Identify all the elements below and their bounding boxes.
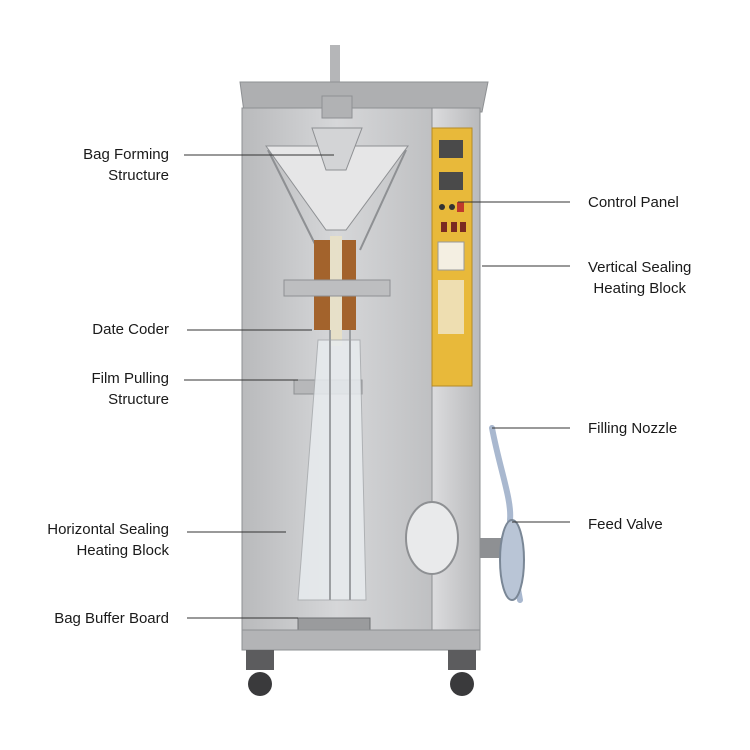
panel-switch-1	[441, 222, 447, 232]
top-arm	[330, 45, 340, 85]
machine-base	[241, 629, 481, 651]
panel-switch-2	[451, 222, 457, 232]
bag-former-collar	[311, 127, 363, 171]
leader-lines	[184, 154, 570, 619]
label-filling-nozzle: Filling Nozzle	[588, 420, 678, 437]
caster-right-wheel	[450, 672, 474, 696]
display-2	[439, 172, 463, 190]
panel-button-1	[439, 204, 445, 210]
label-film-pulling-structure: Film Pulling Structure	[91, 370, 169, 408]
former-rod-left	[267, 149, 319, 251]
panel-button-2	[449, 204, 455, 210]
display-1	[439, 140, 463, 158]
sealing-plate	[283, 279, 391, 297]
former-rod-right	[359, 149, 407, 251]
caster-left-bracket	[246, 650, 274, 670]
panel-switch-red	[457, 202, 464, 212]
label-date-coder: Date Coder	[92, 321, 169, 338]
label-vertical-sealing-heating-block: Vertical Sealing Heating Block	[588, 259, 692, 297]
label-control-panel: Control Panel	[588, 194, 679, 211]
top-bracket	[321, 95, 353, 119]
feed-valve-wheel	[499, 519, 525, 601]
label-bag-forming-structure: Bag Forming Structure	[83, 146, 169, 184]
label-horizontal-sealing-heating-block: Horizontal Sealing Heating Block	[47, 521, 169, 559]
panel-switch-3	[460, 222, 466, 232]
label-feed-valve: Feed Valve	[588, 516, 663, 533]
panel-label-strip	[438, 280, 464, 334]
caster-left-wheel	[248, 672, 272, 696]
panel-gauge	[437, 241, 465, 271]
valve-pipe	[480, 538, 504, 558]
machine-roof	[239, 81, 489, 113]
label-bag-buffer-board: Bag Buffer Board	[54, 610, 169, 627]
caster-right-bracket	[448, 650, 476, 670]
bag-former	[265, 145, 409, 231]
inspection-window	[405, 501, 459, 575]
